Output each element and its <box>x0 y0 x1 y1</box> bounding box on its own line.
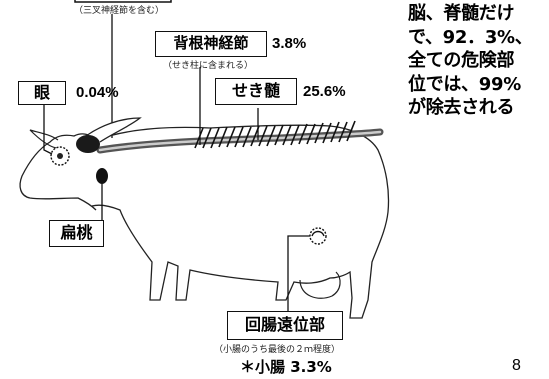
ileum-label: 回腸遠位部 <box>244 315 325 334</box>
brain-note: （三叉神経節を含む） <box>74 6 165 16</box>
tonsil-organ <box>96 168 108 184</box>
drg-percentage: 3.8% <box>272 35 307 52</box>
tonsil-label: 扁桃 <box>60 223 93 242</box>
ileum-note: （小腸のうち最後の２ｍ程度） <box>214 345 341 355</box>
eye-pupil <box>57 153 63 159</box>
eye-percentage: 0.04% <box>76 84 119 101</box>
brain-label-box <box>74 0 172 3</box>
drg-label-box: 背根神経節 <box>155 31 267 57</box>
brain-organ <box>76 135 100 153</box>
summary-line: で、92．3%、 <box>408 26 533 48</box>
spinal-cord-label: せき髄 <box>231 81 280 100</box>
drg-note: （せき柱に含まれる） <box>163 61 254 71</box>
eye-label: 眼 <box>33 83 50 102</box>
ileum-pointer-line <box>287 235 310 312</box>
ileum-label-box: 回腸遠位部 <box>227 311 343 340</box>
spinal-cord-core <box>98 130 382 152</box>
page-number: 8 <box>512 357 521 374</box>
small-intestine-label: ＊小腸 3.3% <box>240 358 332 376</box>
drg-label: 背根神経節 <box>173 34 249 52</box>
summary-line: が除去される <box>408 97 515 118</box>
summary-line: 全ての危険部 <box>408 50 515 71</box>
spinal-cord-label-box: せき髄 <box>215 78 297 105</box>
summary-text: 脳、脊髄だけ で、92．3%、 全ての危険部 位では、99% が除去される <box>408 2 533 120</box>
cow-head-outline <box>19 133 97 211</box>
ileum-loop <box>311 230 325 237</box>
eye-label-box: 眼 <box>18 81 66 105</box>
summary-line: 脳、脊髄だけ <box>408 3 515 24</box>
cow-body-outline <box>91 124 390 319</box>
cow-horn <box>85 117 142 143</box>
cow-ear <box>29 129 59 149</box>
spinal-cord-percentage: 25.6% <box>303 83 346 100</box>
eye-pointer-line <box>43 102 53 155</box>
tonsil-label-box: 扁桃 <box>49 220 104 247</box>
cow-udder <box>299 271 341 299</box>
summary-line: 位では、99% <box>408 73 521 95</box>
